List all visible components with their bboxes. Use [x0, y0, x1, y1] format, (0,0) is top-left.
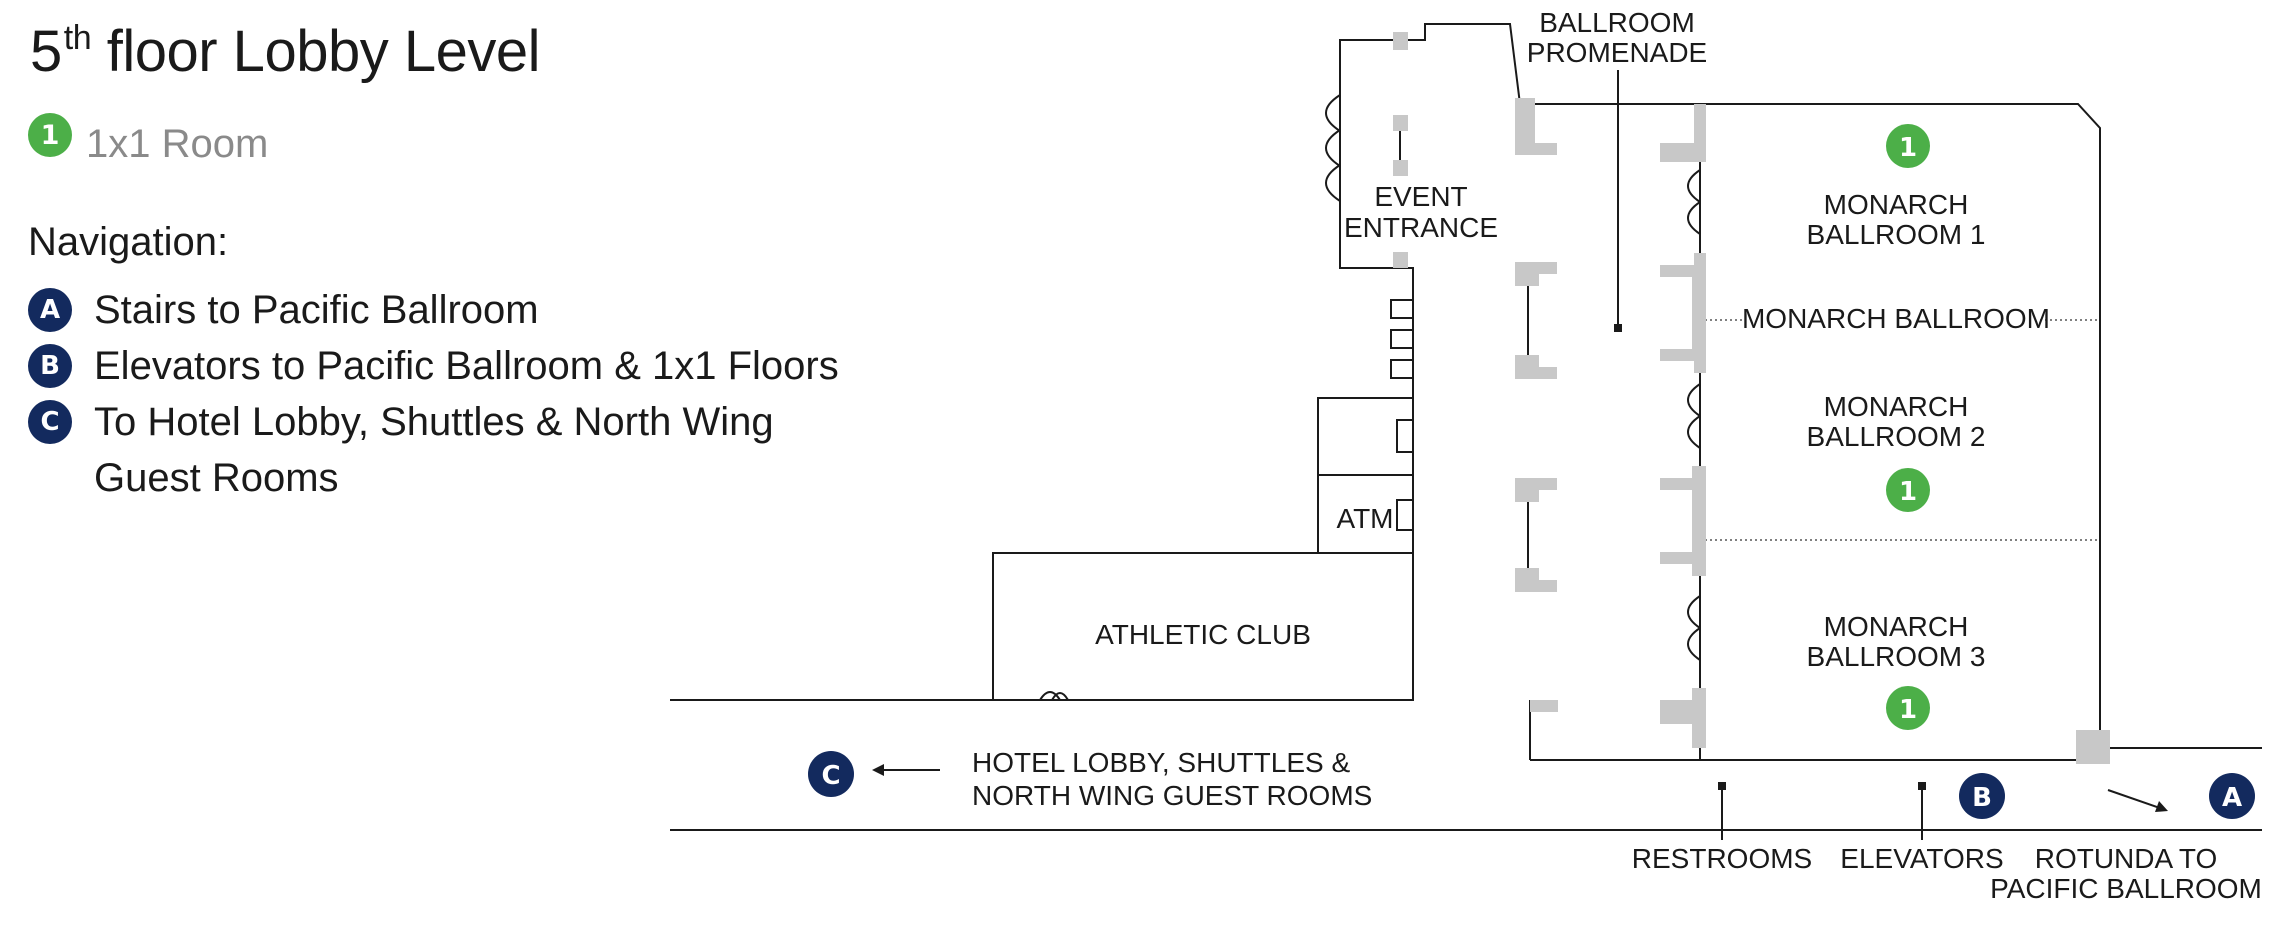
- event-entrance-side-doors: [1390, 299, 1413, 379]
- label-elevators: ELEVATORS: [1840, 843, 2003, 874]
- label-monarch-3-line2: BALLROOM 3: [1807, 641, 1986, 672]
- column: [1393, 32, 1408, 50]
- label-hotel-lobby-2: NORTH WING GUEST ROOMS: [972, 780, 1372, 811]
- map-marker-c: C: [808, 751, 854, 797]
- svg-text:1: 1: [1899, 477, 1917, 507]
- label-rotunda-1: ROTUNDA TO: [2035, 843, 2218, 874]
- navigation-heading: Navigation:: [28, 220, 229, 264]
- athletic-club-door: [1039, 691, 1069, 701]
- title-suffix: th: [63, 19, 92, 57]
- label-monarch-2-line2: BALLROOM 2: [1807, 421, 1986, 452]
- room-badge-monarch-1: 1: [1886, 124, 1930, 168]
- nav-item-label: Stairs to Pacific Ballroom: [94, 288, 539, 332]
- event-entrance-doors: [1325, 94, 1341, 202]
- label-ballroom-promenade-2: PROMENADE: [1527, 37, 1707, 68]
- label-monarch-2-line1: MONARCH: [1824, 391, 1969, 422]
- rotunda-column: [2076, 730, 2110, 764]
- legend-label: 1x1 Room: [86, 121, 269, 166]
- label-event-entrance-1: EVENT: [1374, 181, 1467, 212]
- nav-item-a: A Stairs to Pacific Ballroom: [28, 282, 539, 338]
- map-marker-b: B: [1959, 773, 2005, 819]
- label-event-entrance-2: ENTRANCE: [1344, 212, 1498, 243]
- title-number: 5: [30, 19, 62, 84]
- column: [1393, 160, 1408, 176]
- nav-item-label: Elevators to Pacific Ballroom & 1x1 Floo…: [94, 344, 839, 388]
- marker-a-icon: A: [28, 288, 72, 332]
- elevators-marker: [1918, 782, 1926, 790]
- svg-text:1: 1: [1899, 695, 1917, 725]
- room-badge-monarch-3: 1: [1886, 686, 1930, 730]
- nav-item-label: To Hotel Lobby, Shuttles & North Wing Gu…: [94, 400, 774, 500]
- nav-item-b: B Elevators to Pacific Ballroom & 1x1 Fl…: [28, 338, 839, 394]
- label-monarch-1-line1: MONARCH: [1824, 189, 1969, 220]
- restrooms-marker: [1718, 782, 1726, 790]
- map-marker-a: A: [2209, 773, 2255, 819]
- label-athletic-club: ATHLETIC CLUB: [1095, 619, 1311, 650]
- label-monarch-1-line2: BALLROOM 1: [1807, 219, 1986, 250]
- column: [1393, 115, 1408, 131]
- arrow-right-icon: [2107, 789, 2168, 812]
- svg-text:A: A: [2222, 783, 2242, 813]
- label-restrooms: RESTROOMS: [1632, 843, 1812, 874]
- marker-b-icon: B: [28, 344, 72, 388]
- page-title: 5th floor Lobby Level: [30, 18, 540, 85]
- svg-text:1: 1: [1899, 133, 1917, 163]
- arrow-left-icon: [872, 764, 940, 776]
- svg-text:B: B: [1972, 783, 1992, 813]
- promenade-pillars: [1515, 98, 1558, 712]
- legend-1x1-room: 1 1x1 Room: [28, 113, 269, 170]
- event-entrance-wing-walls: [1339, 23, 1700, 398]
- label-monarch-3-line1: MONARCH: [1824, 611, 1969, 642]
- ballroom-doors: [1687, 169, 1701, 661]
- ballroom-outer-walls: [1700, 103, 2101, 748]
- nav-item-c: C To Hotel Lobby, Shuttles & North Wing …: [28, 394, 774, 506]
- room-badge-icon: 1: [28, 113, 72, 157]
- label-hotel-lobby-1: HOTEL LOBBY, SHUTTLES &: [972, 747, 1350, 778]
- label-rotunda-2: PACIFIC BALLROOM: [1990, 873, 2262, 904]
- promenade-marker: [1614, 324, 1622, 332]
- label-monarch-ballroom: MONARCH BALLROOM: [1742, 303, 2050, 334]
- label-ballroom-promenade-1: BALLROOM: [1539, 7, 1695, 38]
- label-atm: ATM: [1336, 503, 1393, 534]
- svg-text:C: C: [821, 761, 840, 791]
- small-counter: [1396, 419, 1414, 453]
- title-text: floor Lobby Level: [91, 19, 541, 84]
- room-badge-monarch-2: 1: [1886, 468, 1930, 512]
- atm-machine: [1396, 499, 1414, 531]
- ballroom-door-pillars: [1660, 104, 1706, 748]
- column: [1393, 252, 1408, 268]
- athletic-club-room: [992, 552, 1414, 701]
- marker-c-icon: C: [28, 400, 72, 444]
